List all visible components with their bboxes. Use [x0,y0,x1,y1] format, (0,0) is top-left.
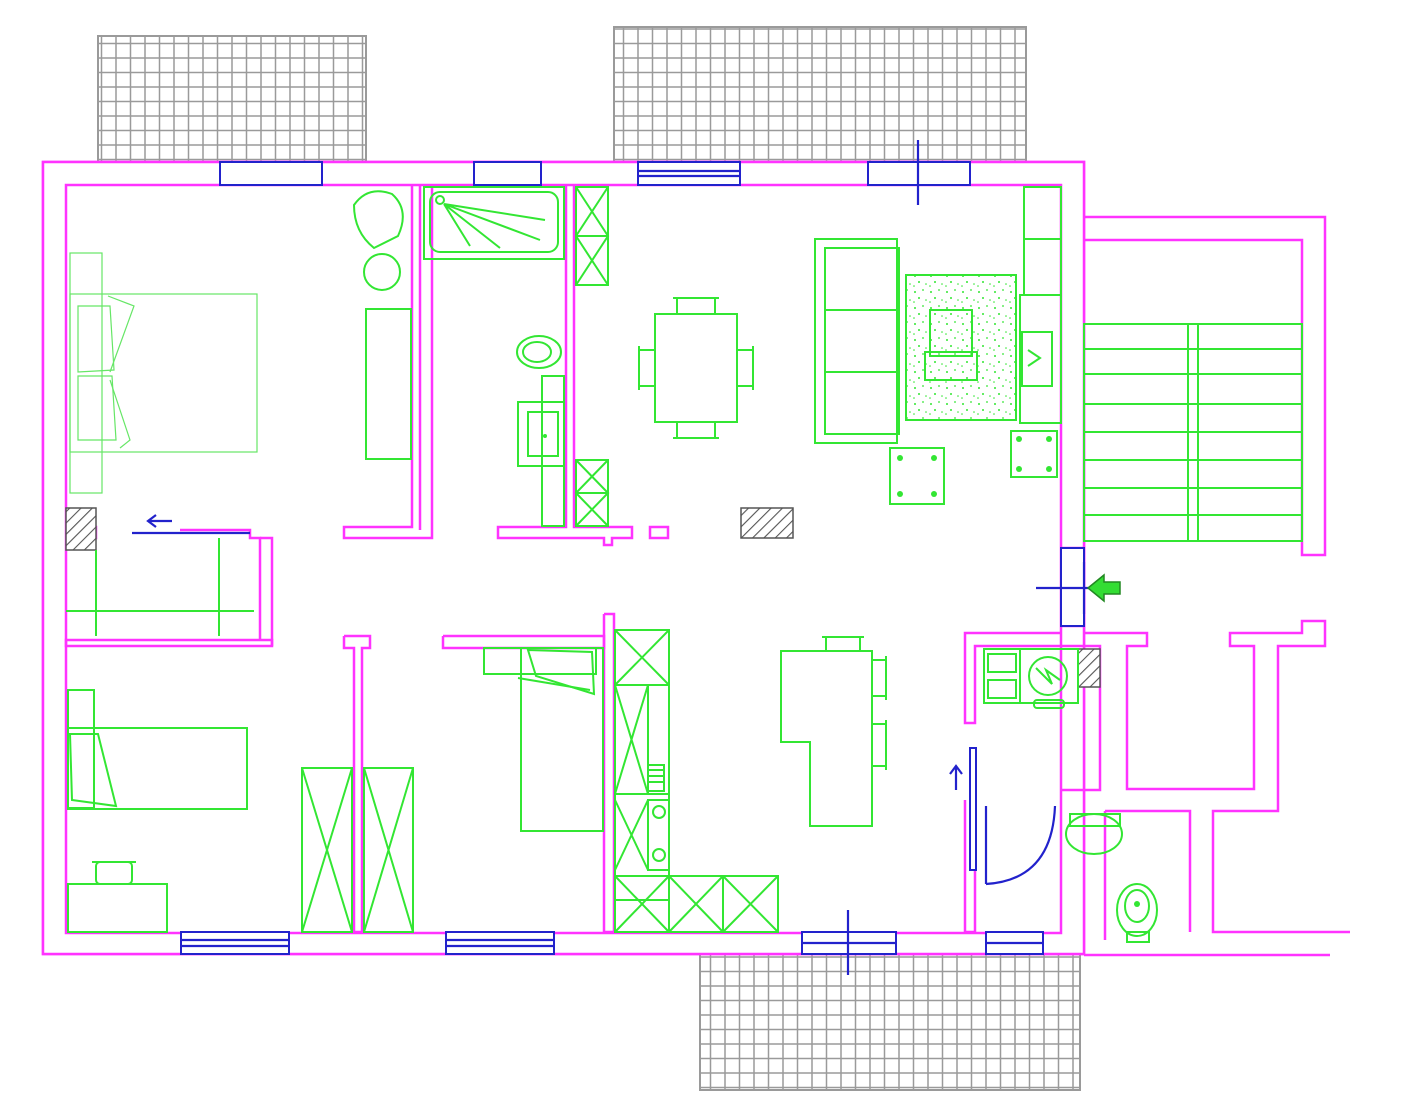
wardrobe-2 [301,767,353,933]
side-table-1 [889,447,945,505]
entrance [1036,547,1121,627]
wardrobe-3 [363,767,414,933]
arrow-up-icon [949,764,963,790]
terrace-bottom [699,951,1081,1091]
toilet-icon [516,335,562,369]
column-3 [1077,648,1101,688]
master-bedroom [66,190,412,636]
cabinets [574,186,610,527]
kitchen-table [780,636,887,827]
coffee-table [929,309,973,357]
stairwell-wall [1084,215,1327,557]
armchair-icon [352,190,404,250]
window-2 [473,161,542,186]
window-3 [637,161,741,186]
window-6 [445,931,555,955]
kitchen-units [614,629,779,933]
columns [65,507,1101,688]
column-1 [65,507,97,551]
walls [41,160,1350,957]
entrance-arrow-icon [1086,573,1121,603]
door-swing [985,805,1057,886]
stairs [1083,323,1303,542]
living-area [814,186,1062,505]
washing-machine-icon [1028,656,1068,696]
bedroom-2 [483,647,604,832]
bathroom [423,186,565,527]
windows [180,140,1044,975]
wc-toilet-icon [1116,883,1158,937]
utility-room [983,648,1079,709]
pouf [363,253,401,291]
side-table-2 [1010,430,1058,478]
bathtub [423,186,565,260]
wc [949,747,1158,943]
bedroom-3 [67,689,414,933]
dining-table [638,297,754,439]
window-5 [180,931,290,955]
sofa [814,238,898,444]
arrow-left-icon [146,514,172,528]
hob-icon [652,805,666,819]
column-2 [740,507,794,539]
terrace-top-right [613,26,1027,163]
terrace-top-left [97,35,367,163]
window-1 [219,161,323,186]
rug [905,274,1017,421]
tv-icon [1021,331,1053,387]
wardrobe [365,308,412,460]
